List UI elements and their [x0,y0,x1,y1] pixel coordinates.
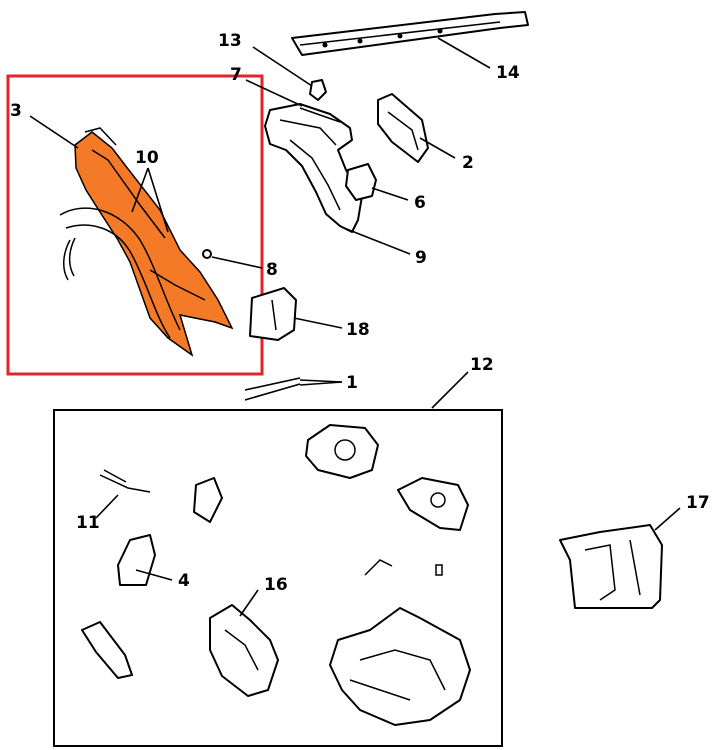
callout-6: 6 [414,193,426,213]
part-kit-item-bracket[interactable] [193,477,223,523]
callout-12: 12 [470,355,494,375]
part-14[interactable] [291,11,529,56]
part-7-9-apron[interactable] [264,103,363,233]
callout-4: 4 [178,571,190,591]
part-kit-item-small-b[interactable] [435,564,443,576]
callout-14: 14 [496,63,520,83]
callout-1: 1 [346,373,358,393]
part-8[interactable] [202,249,212,259]
part-kit-item-top[interactable] [305,424,379,479]
callout-9: 9 [415,248,427,268]
part-2[interactable] [377,93,429,163]
callout-7: 7 [230,65,242,85]
callout-11: 11 [76,513,100,533]
callout-13: 13 [218,31,242,51]
callout-16: 16 [264,575,288,595]
part-kit-item-mount[interactable] [397,477,469,531]
part-18[interactable] [249,287,297,341]
callout-10: 10 [135,148,159,168]
part-kit-item-small-a[interactable] [364,559,393,576]
callout-8: 8 [266,260,278,280]
part-kit-item-housing[interactable] [329,607,471,726]
callout-17: 17 [686,493,710,513]
part-1-rods[interactable] [244,377,301,401]
fender-part-3[interactable] [59,127,234,357]
callout-18: 18 [346,320,370,340]
callout-3: 3 [10,101,22,121]
highlight-frame [6,74,264,376]
part-13[interactable] [309,79,327,101]
part-11[interactable] [99,469,151,493]
part-kit-item-rail[interactable] [81,621,133,679]
callout-2: 2 [462,153,474,173]
part-16[interactable] [209,604,279,697]
kit-box-12 [53,409,503,747]
part-17[interactable] [559,524,663,609]
part-6[interactable] [345,163,377,201]
part-4[interactable] [117,534,156,586]
